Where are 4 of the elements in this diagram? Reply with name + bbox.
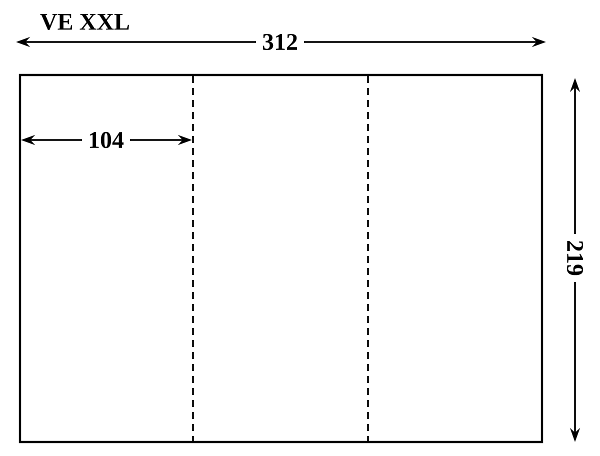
- dimension-label: 312: [256, 28, 304, 56]
- dimension-label: 219: [560, 234, 590, 282]
- dimension-label: 104: [82, 126, 130, 154]
- title-label: VE XXL: [40, 14, 129, 30]
